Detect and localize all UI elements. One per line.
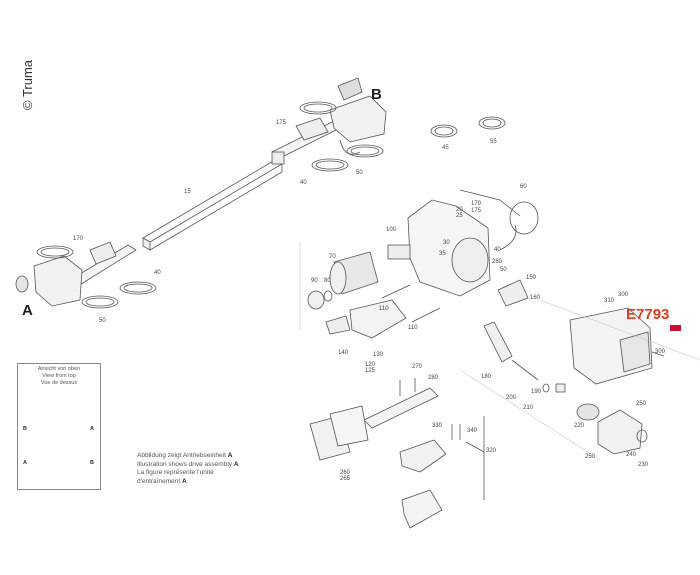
part-label: 300 bbox=[618, 292, 629, 298]
caption-line-de: Abbildung zeigt Antriebseinheit bbox=[137, 452, 226, 459]
part-label: 40 bbox=[154, 270, 161, 276]
assembly-label-a: A bbox=[22, 302, 33, 319]
new-badge bbox=[670, 325, 681, 331]
part-label: 310 bbox=[604, 298, 615, 304]
part-label: 110 bbox=[379, 306, 389, 312]
caption-line-fr-2: d'entraînement bbox=[137, 477, 181, 485]
part-label: 170 bbox=[73, 236, 84, 242]
part-label: 60 bbox=[520, 184, 527, 190]
part-label: 35 bbox=[439, 251, 446, 257]
roller-70 bbox=[307, 251, 441, 339]
top-view-inset: Ansicht von oben View from top Vue de de… bbox=[17, 363, 101, 490]
assembly-guide-lines bbox=[299, 242, 700, 461]
part-label: 230 bbox=[638, 462, 649, 468]
part-label: 45 bbox=[442, 145, 449, 151]
drive-assembly-b bbox=[271, 77, 387, 172]
part-label: 140 bbox=[338, 350, 349, 356]
inset-tag: A bbox=[23, 460, 27, 466]
caption-line-fr-1: La figure représente l'unité bbox=[137, 469, 214, 476]
gear-housing-230 bbox=[597, 409, 648, 455]
inset-title-de: Ansicht von oben bbox=[37, 366, 81, 372]
cover-housing bbox=[569, 307, 665, 385]
part-label: 55 bbox=[490, 139, 497, 145]
part-label: 170 bbox=[471, 201, 482, 207]
caption-assembly-ref: A bbox=[227, 452, 233, 459]
caption-assembly-ref: A bbox=[233, 460, 239, 468]
part-label: 175 bbox=[276, 120, 287, 126]
part-label: 50 bbox=[500, 267, 507, 273]
part-label: 260 bbox=[340, 470, 351, 476]
drive-assembly-a bbox=[15, 241, 157, 309]
part-label: 270 bbox=[412, 364, 423, 370]
part-label: 300 bbox=[655, 349, 666, 355]
part-label: 160 bbox=[530, 295, 541, 301]
inset-tag: B bbox=[23, 426, 27, 432]
spindle-parts bbox=[483, 321, 600, 421]
inset-tag: A bbox=[90, 426, 94, 432]
part-label: 265 bbox=[340, 476, 351, 482]
square-tube-15 bbox=[142, 159, 283, 251]
part-label: 130 bbox=[373, 352, 384, 358]
part-label: 120 bbox=[365, 362, 376, 368]
drawing-code: E7793 bbox=[626, 306, 670, 323]
part-label: 280 bbox=[492, 259, 503, 265]
motor-assembly bbox=[387, 189, 539, 307]
caption-line-en: Illustration shows drive assembly bbox=[137, 460, 233, 468]
clamp-320 bbox=[399, 416, 485, 529]
part-label: 175 bbox=[471, 208, 482, 214]
inset-title-fr: Vue de dessus bbox=[40, 380, 78, 386]
part-label: 210 bbox=[523, 405, 534, 411]
cable-coils-45-55 bbox=[430, 116, 506, 138]
part-label: 40 bbox=[494, 247, 501, 253]
part-label: 320 bbox=[486, 448, 497, 454]
part-label: 80 bbox=[324, 278, 331, 284]
part-label: 40 bbox=[300, 180, 307, 186]
part-label: 70 bbox=[329, 254, 336, 260]
part-label: 180 bbox=[481, 374, 492, 380]
part-label: 330 bbox=[432, 423, 443, 429]
part-label: 250 bbox=[636, 401, 647, 407]
part-label: 340 bbox=[467, 428, 478, 434]
mounting-bracket bbox=[309, 378, 439, 461]
inset-title-en: View from top bbox=[42, 373, 76, 379]
part-label: 50 bbox=[99, 318, 106, 324]
part-label: 25 bbox=[456, 213, 463, 219]
part-label: 125 bbox=[365, 368, 376, 374]
part-label: 240 bbox=[626, 452, 637, 458]
drawing-caption: Abbildung zeigt Antriebseinheit A Illust… bbox=[137, 452, 239, 486]
part-label: 150 bbox=[526, 275, 537, 281]
part-label: 200 bbox=[506, 395, 517, 401]
inset-tag: B bbox=[90, 460, 94, 466]
part-label: 15 bbox=[184, 189, 191, 195]
part-label: 280 bbox=[428, 375, 439, 381]
part-label: 100 bbox=[386, 227, 397, 233]
part-label: 220 bbox=[574, 423, 585, 429]
part-label: 250 bbox=[585, 454, 596, 460]
part-label: 30 bbox=[443, 240, 450, 246]
part-label: 110 bbox=[408, 325, 418, 331]
part-label: 50 bbox=[356, 170, 363, 176]
assembly-label-b: B bbox=[371, 86, 382, 103]
part-label: 190 bbox=[531, 389, 542, 395]
copyright-notice: © Truma bbox=[20, 59, 35, 110]
part-label: 20 bbox=[456, 207, 463, 213]
part-label: 90 bbox=[311, 278, 318, 284]
caption-assembly-ref: A bbox=[181, 477, 187, 485]
